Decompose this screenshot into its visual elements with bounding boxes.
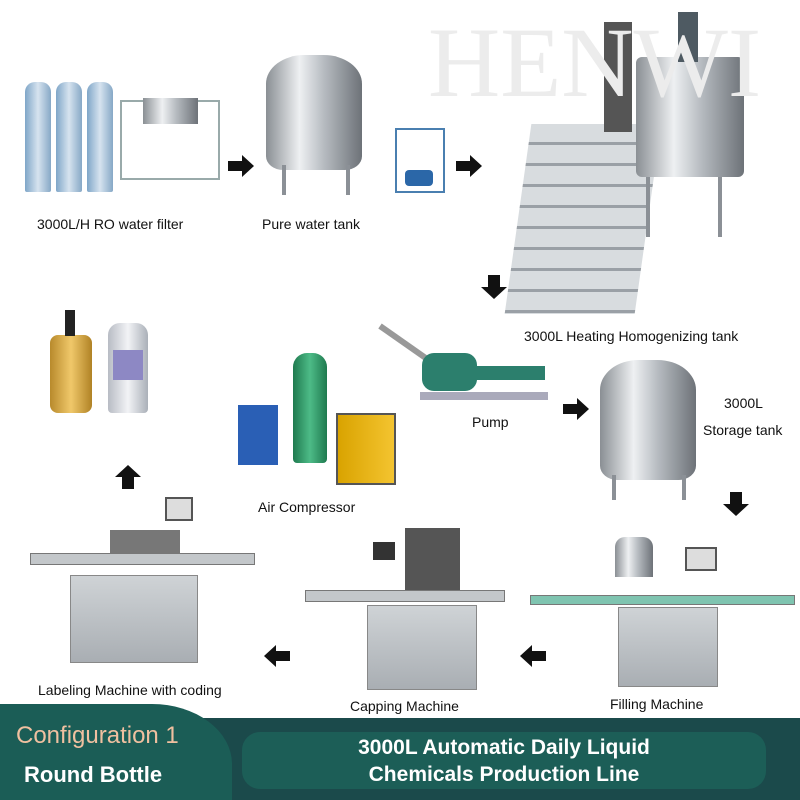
homogenizing-tank-image [504,12,748,317]
transfer-pump-image [395,128,445,193]
title-line-1: 3000L Automatic Daily Liquid [358,736,650,759]
air-compressor-image [238,345,398,485]
filling-machine-label: Filling Machine [610,696,704,712]
arrow-left-icon [520,645,546,667]
ro-filter-label: 3000L/H RO water filter [37,216,184,232]
title-line-2: Chemicals Production Line [368,763,640,786]
arrow-up-icon [115,465,141,489]
configuration-label: Configuration 1 [16,722,179,749]
capping-machine-image [305,520,505,695]
capping-machine-label: Capping Machine [350,698,459,714]
arrow-down-icon [481,275,507,299]
pure-water-tank-image [266,55,362,170]
homogenizing-tank-label: 3000L Heating Homogenizing tank [524,328,739,344]
labeling-machine-label: Labeling Machine with coding [38,682,222,698]
arrow-right-icon [228,155,254,177]
ro-water-filter-image [25,80,220,198]
bottle-type-label: Round Bottle [24,762,163,787]
labeling-machine-image [30,495,255,675]
pure-water-tank-label: Pure water tank [262,216,361,232]
arrow-right-icon [456,155,482,177]
production-line-title: 3000L Automatic Daily Liquid Chemicals P… [242,732,766,789]
arrow-left-icon [264,645,290,667]
storage-tank-image [600,360,696,480]
air-compressor-label: Air Compressor [258,499,356,515]
arrow-right-icon [563,398,589,420]
storage-tank-label: Storage tank [703,422,783,438]
filling-machine-image [530,525,795,690]
pump-label: Pump [472,414,509,430]
product-bottles-image [45,305,165,415]
storage-capacity-label: 3000L [724,395,763,411]
configuration-panel: Configuration 1 Round Bottle [0,704,232,800]
pump-image [378,318,550,413]
arrow-down-icon [723,492,749,516]
